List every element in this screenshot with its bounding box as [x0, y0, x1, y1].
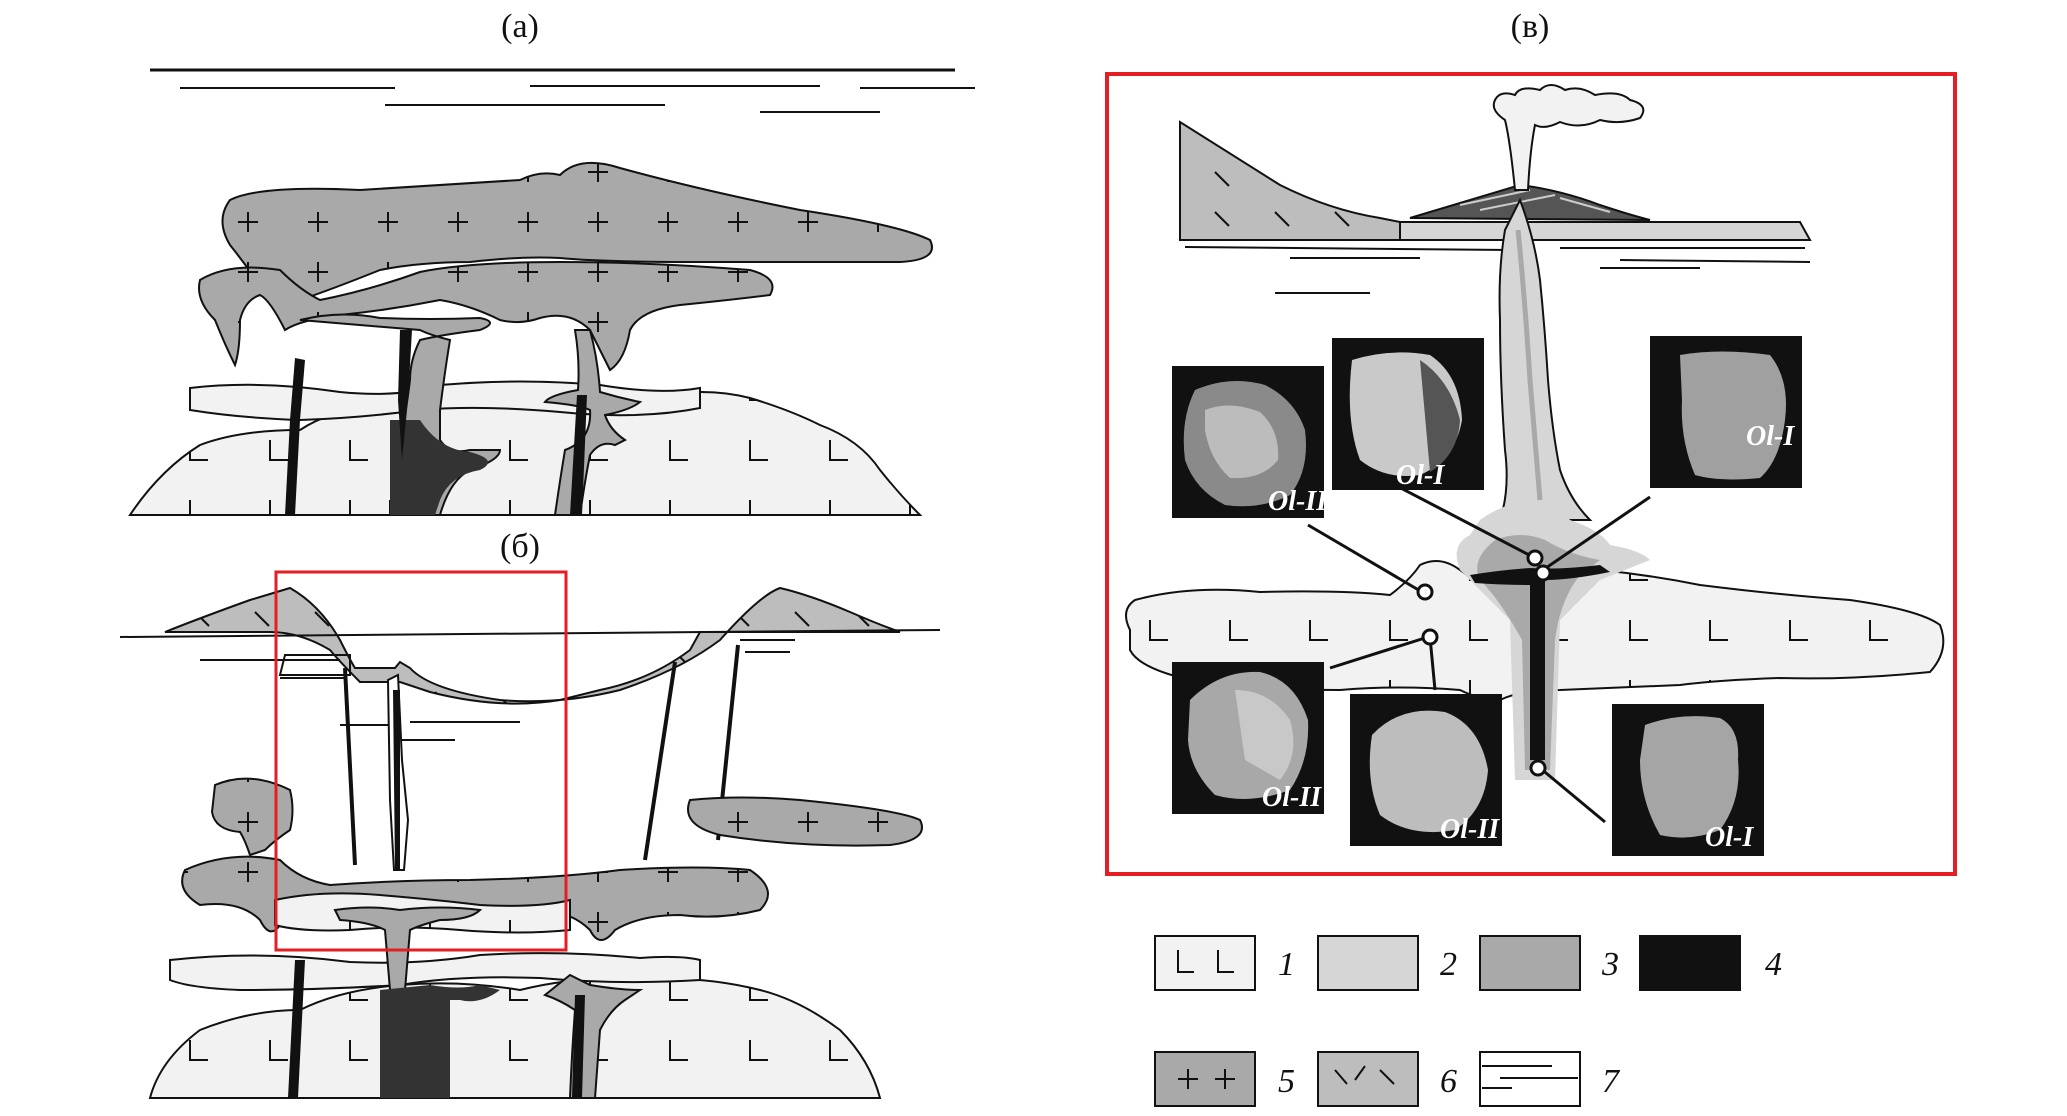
micrograph-top-left: Ol-II [1172, 366, 1328, 518]
legend-number: 4 [1765, 946, 1782, 983]
micrograph-bottom-left: Ol-II [1172, 662, 1324, 814]
micrograph-top-right: Ol-I [1650, 336, 1802, 488]
panel-a-diagram [128, 68, 975, 516]
panel-a-title: (a) [501, 8, 539, 45]
legend-item-2: 2 [1317, 935, 1457, 991]
panel-c-eruption-plume [1492, 84, 1645, 191]
legend-number: 5 [1278, 1063, 1295, 1100]
panel-a-sediment-lines [150, 68, 975, 113]
micro-label-top-right: Ol-I [1746, 421, 1795, 452]
panel-c-sediment-lines [1184, 246, 1811, 294]
micrograph-bottom-right: Ol-I [1612, 704, 1764, 856]
legend: 1 2 3 4 5 6 7 [1154, 935, 1782, 1107]
panel-a-dike-left [285, 358, 305, 515]
panel-b-diagram [119, 570, 941, 1099]
legend-item-4: 4 [1639, 935, 1782, 991]
panel-b-title: (б) [500, 528, 540, 565]
micro-label-bottom-right: Ol-I [1705, 822, 1754, 853]
panel-b-central-feeder [333, 906, 483, 1099]
panel-c-callouts [1307, 483, 1651, 824]
legend-number: 7 [1602, 1063, 1621, 1100]
legend-number: 6 [1440, 1063, 1457, 1100]
micro-label-bottom-left: Ol-II [1262, 782, 1322, 813]
micrograph-bottom-middle: Ol-II [1350, 694, 1502, 846]
panel-c-volcano-cone [1409, 183, 1651, 221]
panel-a-right-feeder [543, 329, 643, 516]
micro-label-top-middle: Ol-I [1396, 460, 1445, 491]
panel-a-feeder-core [390, 420, 488, 515]
legend-item-7: 7 [1479, 1051, 1621, 1107]
legend-number: 3 [1601, 946, 1619, 983]
panel-c-diagram: Ol-II Ol-I Ol-I Ol-II Ol-II Ol-I [1105, 72, 1957, 876]
panel-b-highlight-frame [274, 570, 568, 952]
legend-number: 1 [1278, 946, 1295, 983]
micro-label-top-left: Ol-II [1268, 486, 1328, 517]
panel-c-conduit [1470, 565, 1610, 760]
panel-c-frame [1105, 72, 1957, 876]
legend-item-5: 5 [1154, 1051, 1295, 1107]
micrograph-top-middle: Ol-I [1332, 338, 1484, 491]
panel-c-title: (в) [1510, 8, 1550, 45]
legend-item-6: 6 [1317, 1051, 1457, 1107]
legend-item-3: 3 [1479, 935, 1619, 991]
legend-item-1: 1 [1154, 935, 1295, 991]
legend-number: 2 [1440, 946, 1457, 983]
micro-label-bottom-middle: Ol-II [1440, 814, 1500, 845]
